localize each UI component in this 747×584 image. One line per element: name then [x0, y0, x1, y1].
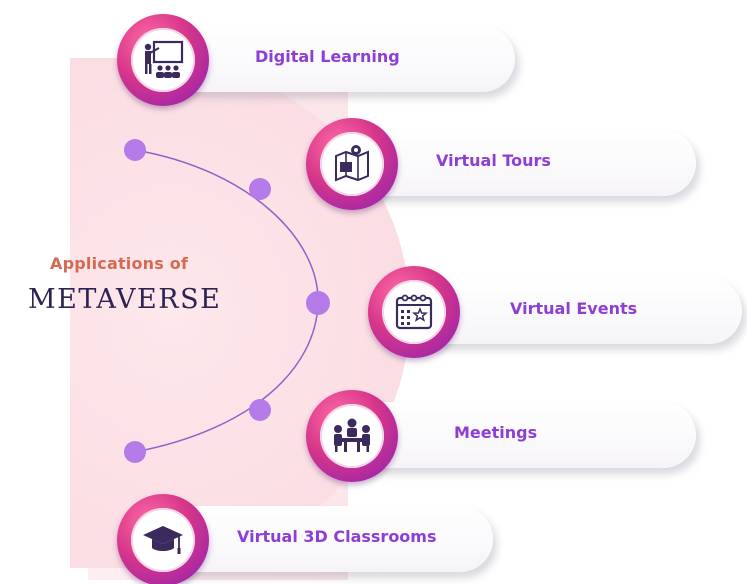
application-item-virtual-tours: Virtual Tours: [306, 118, 698, 210]
heading-title: METAVERSE: [28, 284, 222, 315]
item-label: Virtual 3D Classrooms: [237, 527, 437, 546]
item-pill: [352, 402, 696, 468]
presentation-icon: [144, 40, 184, 78]
meeting-table-icon: [334, 418, 370, 452]
arc-dot-3: [306, 291, 330, 315]
tour-map-icon: [335, 145, 369, 182]
item-medallion: [368, 266, 460, 358]
item-label: Virtual Tours: [436, 151, 551, 170]
heading-subtitle: Applications of: [50, 254, 189, 273]
item-label: Virtual Events: [510, 299, 638, 318]
item-label: Digital Learning: [255, 47, 400, 66]
arc-dot-5: [124, 441, 146, 463]
item-pill: [414, 278, 742, 344]
calendar-star-icon: [395, 294, 433, 330]
application-item-virtual-3d-classrooms: Virtual 3D Classrooms: [117, 494, 495, 584]
item-pill: [352, 130, 696, 196]
item-pill: [163, 506, 493, 572]
item-medallion: [117, 14, 209, 106]
item-label: Meetings: [454, 423, 538, 442]
application-item-meetings: Meetings: [306, 390, 698, 482]
application-item-virtual-events: Virtual Events: [368, 266, 744, 358]
arc-dot-4: [249, 399, 271, 421]
graduation-cap-icon: [143, 526, 183, 554]
item-pill: [163, 26, 515, 92]
item-medallion: [117, 494, 209, 584]
application-item-digital-learning: Digital Learning: [117, 14, 517, 106]
item-medallion: [306, 118, 398, 210]
item-medallion: [306, 390, 398, 482]
arc-dot-2: [249, 178, 271, 200]
arc-dot-1: [124, 139, 146, 161]
